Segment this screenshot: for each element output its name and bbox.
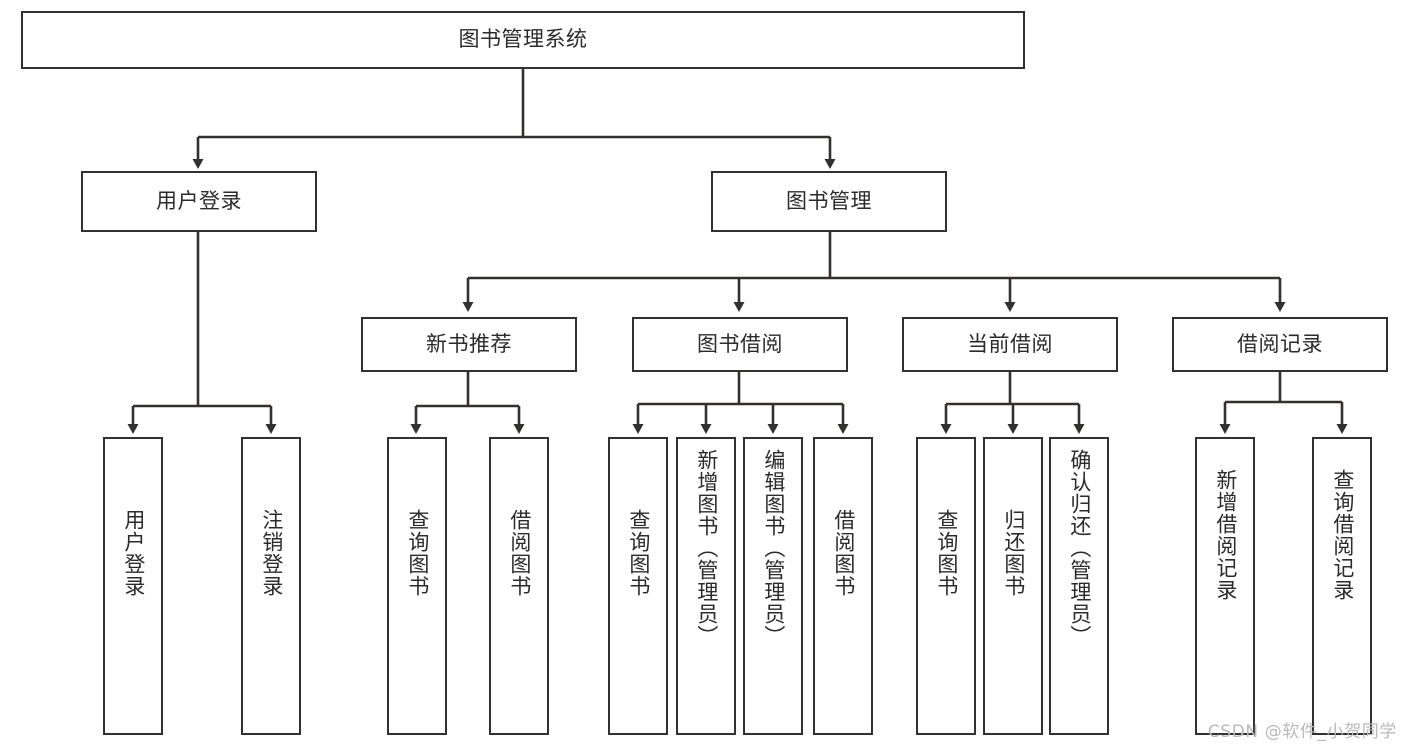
node-user-login-label: 用户登录 (156, 188, 242, 213)
node-root-label: 图书管理系统 (458, 27, 588, 52)
node-leaf-confirm-return-admin[interactable]: 确认归还（管理员） (1049, 437, 1109, 735)
node-leaf-edit-book-admin[interactable]: 编辑图书（管理员） (743, 437, 803, 735)
node-leaf-query-book-current-label: 查询图书 (934, 509, 959, 597)
node-leaf-edit-book-admin-label: 编辑图书（管理员） (761, 449, 786, 647)
node-leaf-borrow-book[interactable]: 借阅图书 (813, 437, 873, 735)
node-leaf-borrow-book-newbook-label: 借阅图书 (507, 509, 532, 597)
node-new-book-recommend-label: 新书推荐 (426, 331, 512, 356)
node-leaf-query-book-newbook[interactable]: 查询图书 (387, 437, 447, 735)
node-borrow-record-label: 借阅记录 (1237, 331, 1323, 356)
csdn-watermark: CSDN @软件_小贺同学 (1207, 722, 1397, 742)
node-leaf-user-login[interactable]: 用户登录 (103, 437, 163, 735)
node-book-management[interactable]: 图书管理 (711, 171, 947, 232)
node-leaf-user-login-label: 用户登录 (121, 509, 146, 597)
node-leaf-query-borrow-record[interactable]: 查询借阅记录 (1312, 437, 1372, 735)
node-leaf-add-borrow-record-label: 新增借阅记录 (1213, 469, 1238, 601)
node-leaf-add-borrow-record[interactable]: 新增借阅记录 (1195, 437, 1255, 735)
node-leaf-borrow-book-label: 借阅图书 (831, 509, 856, 597)
node-leaf-return-book[interactable]: 归还图书 (983, 437, 1043, 735)
node-book-borrow[interactable]: 图书借阅 (632, 317, 848, 372)
node-user-login[interactable]: 用户登录 (81, 171, 317, 232)
node-leaf-logout[interactable]: 注销登录 (241, 437, 301, 735)
node-leaf-add-book-admin[interactable]: 新增图书（管理员） (676, 437, 736, 735)
node-current-borrow-label: 当前借阅 (967, 331, 1053, 356)
node-leaf-return-book-label: 归还图书 (1001, 509, 1026, 597)
node-leaf-logout-label: 注销登录 (259, 509, 284, 597)
node-leaf-query-borrow-record-label: 查询借阅记录 (1330, 469, 1355, 601)
node-leaf-add-book-admin-label: 新增图书（管理员） (694, 449, 719, 647)
node-leaf-borrow-book-newbook[interactable]: 借阅图书 (489, 437, 549, 735)
node-book-borrow-label: 图书借阅 (697, 331, 783, 356)
node-leaf-query-book-current[interactable]: 查询图书 (916, 437, 976, 735)
node-leaf-query-book-borrow-label: 查询图书 (626, 509, 651, 597)
node-current-borrow[interactable]: 当前借阅 (902, 317, 1118, 372)
node-borrow-record[interactable]: 借阅记录 (1172, 317, 1388, 372)
node-book-management-label: 图书管理 (786, 188, 872, 213)
node-leaf-query-book-borrow[interactable]: 查询图书 (608, 437, 668, 735)
node-leaf-query-book-newbook-label: 查询图书 (405, 509, 430, 597)
node-new-book-recommend[interactable]: 新书推荐 (361, 317, 577, 372)
node-leaf-confirm-return-admin-label: 确认归还（管理员） (1067, 449, 1092, 647)
node-root-book-management-system[interactable]: 图书管理系统 (21, 11, 1025, 69)
